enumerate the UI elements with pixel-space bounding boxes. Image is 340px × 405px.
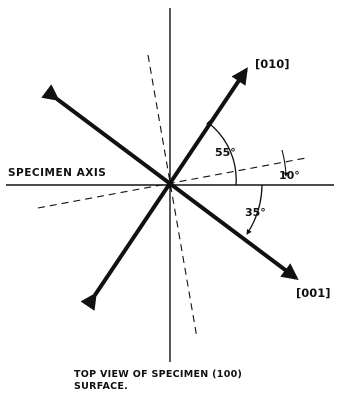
angle-arc-55 (205, 120, 237, 186)
label-angle-55: 55° (215, 146, 236, 159)
label-angle-10: 10° (279, 169, 300, 182)
label-010: [010] (255, 57, 290, 71)
label-001: [001] (296, 286, 331, 300)
caption-line-1: TOP VIEW OF SPECIMEN (100) (74, 369, 243, 380)
angle-arc-35 (246, 184, 263, 235)
label-angle-35: 35° (245, 206, 266, 219)
caption-line-2: SURFACE. (74, 381, 129, 392)
angle-arc-10 (281, 149, 289, 177)
figure-caption: TOP VIEW OF SPECIMEN (100) SURFACE. (74, 369, 334, 393)
direction-001-arrow (41, 84, 299, 281)
label-specimen-axis: SPECIMEN AXIS (8, 167, 106, 179)
